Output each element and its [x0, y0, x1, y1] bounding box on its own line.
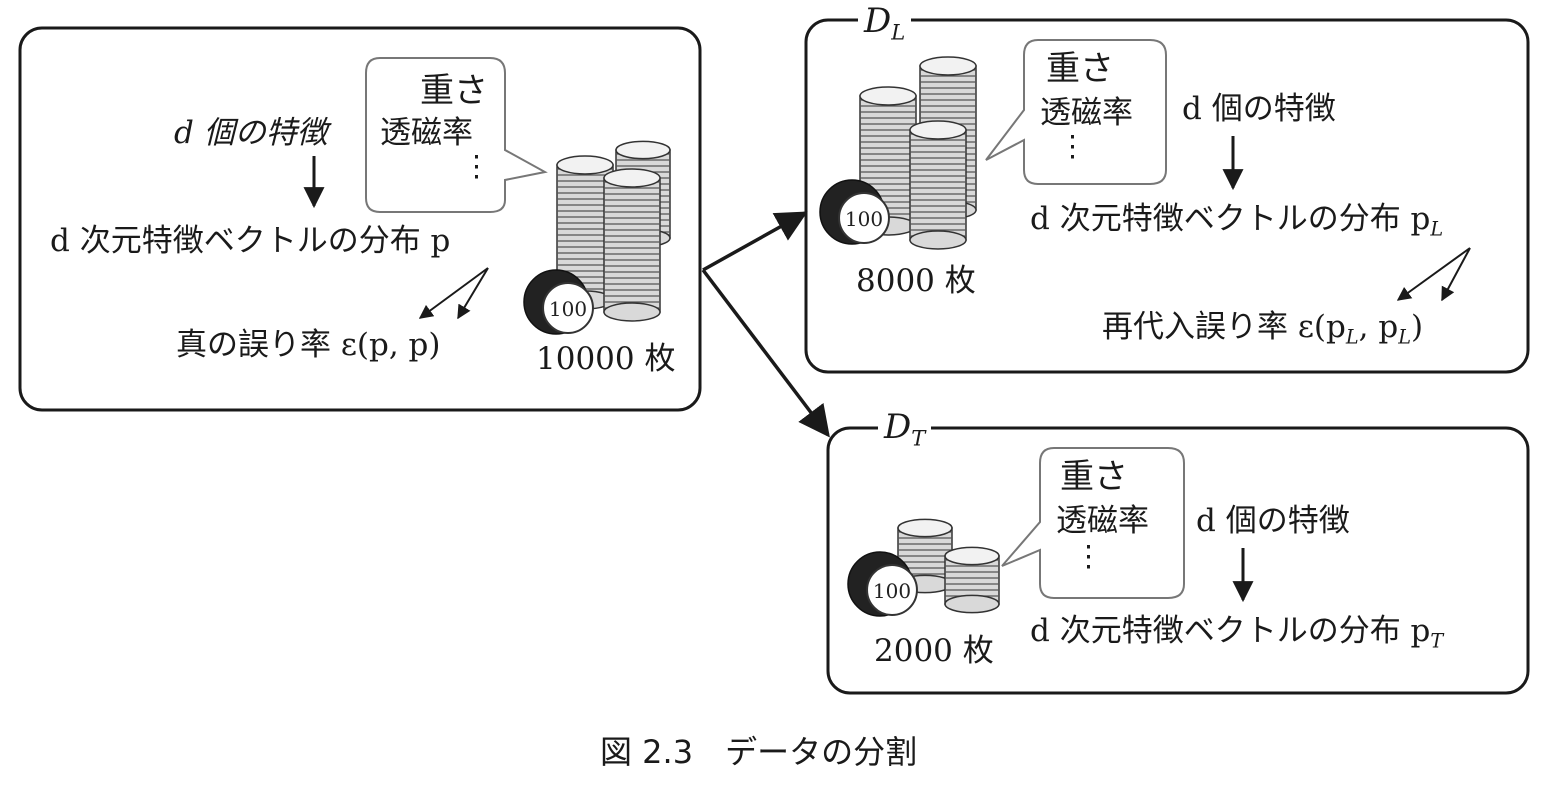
full-feature-bubble — [365, 57, 548, 213]
learning-error-label: 再代入誤り率 ε(pL, pL) — [1102, 309, 1424, 349]
full-error-arrow-2 — [457, 267, 489, 320]
full-error-arrow-1 — [418, 267, 489, 319]
test-bubble-permeability: 透磁率 — [1056, 503, 1149, 539]
learning-features-label: d 個の特徴 — [1182, 91, 1336, 127]
test-bubble-dots: ⋮ — [1074, 539, 1103, 573]
learning-bubble-dots: ⋮ — [1058, 129, 1087, 163]
full-dataset-panel — [18, 26, 702, 412]
split-arrow-learning — [702, 211, 808, 272]
learning-error-arrow-2 — [1441, 247, 1471, 302]
test-set-panel — [826, 426, 1530, 695]
learning-count-label: 8000 枚 — [856, 263, 976, 299]
coin-stacks: 100 100 100 — [523, 56, 1000, 617]
full-error-label: 真の誤り率 ε(p, p) — [176, 327, 441, 363]
test-set-label: DT — [878, 410, 932, 449]
learning-error-arrow-1 — [1396, 247, 1471, 301]
split-arrow-test — [701, 268, 830, 438]
full-count-label: 10000 枚 — [536, 341, 676, 377]
test-features-label: d 個の特徴 — [1196, 503, 1350, 539]
full-vector-label: d 次元特徴ベクトルの分布 p — [50, 223, 451, 259]
test-bubble-weight: 重さ — [1060, 457, 1128, 497]
full-coin-stack-front — [603, 177, 661, 313]
learning-bubble-weight: 重さ — [1046, 49, 1114, 89]
test-count-label: 2000 枚 — [874, 633, 994, 669]
full-bubble-dots: ⋮ — [462, 149, 491, 183]
svg-text:100: 100 — [873, 579, 911, 603]
learning-bubble-permeability: 透磁率 — [1040, 95, 1133, 131]
test-feature-bubble — [1001, 447, 1185, 599]
svg-text:100: 100 — [549, 297, 587, 321]
full-bubble-weight: 重さ — [420, 71, 488, 111]
learning-feature-bubble — [985, 39, 1167, 185]
svg-text:100: 100 — [845, 207, 883, 231]
full-features-label: d 個の特徴 — [174, 115, 328, 151]
full-bubble-permeability: 透磁率 — [380, 115, 473, 151]
figure-caption: 図 2.3 データの分割 — [600, 733, 918, 771]
learning-set-panel — [804, 18, 1530, 374]
learning-set-label: DL — [858, 4, 912, 43]
test-vector-label: d 次元特徴ベクトルの分布 pT — [1030, 613, 1444, 653]
learning-vector-label: d 次元特徴ベクトルの分布 pL — [1030, 201, 1444, 241]
learning-coin-stack-front — [909, 129, 967, 241]
